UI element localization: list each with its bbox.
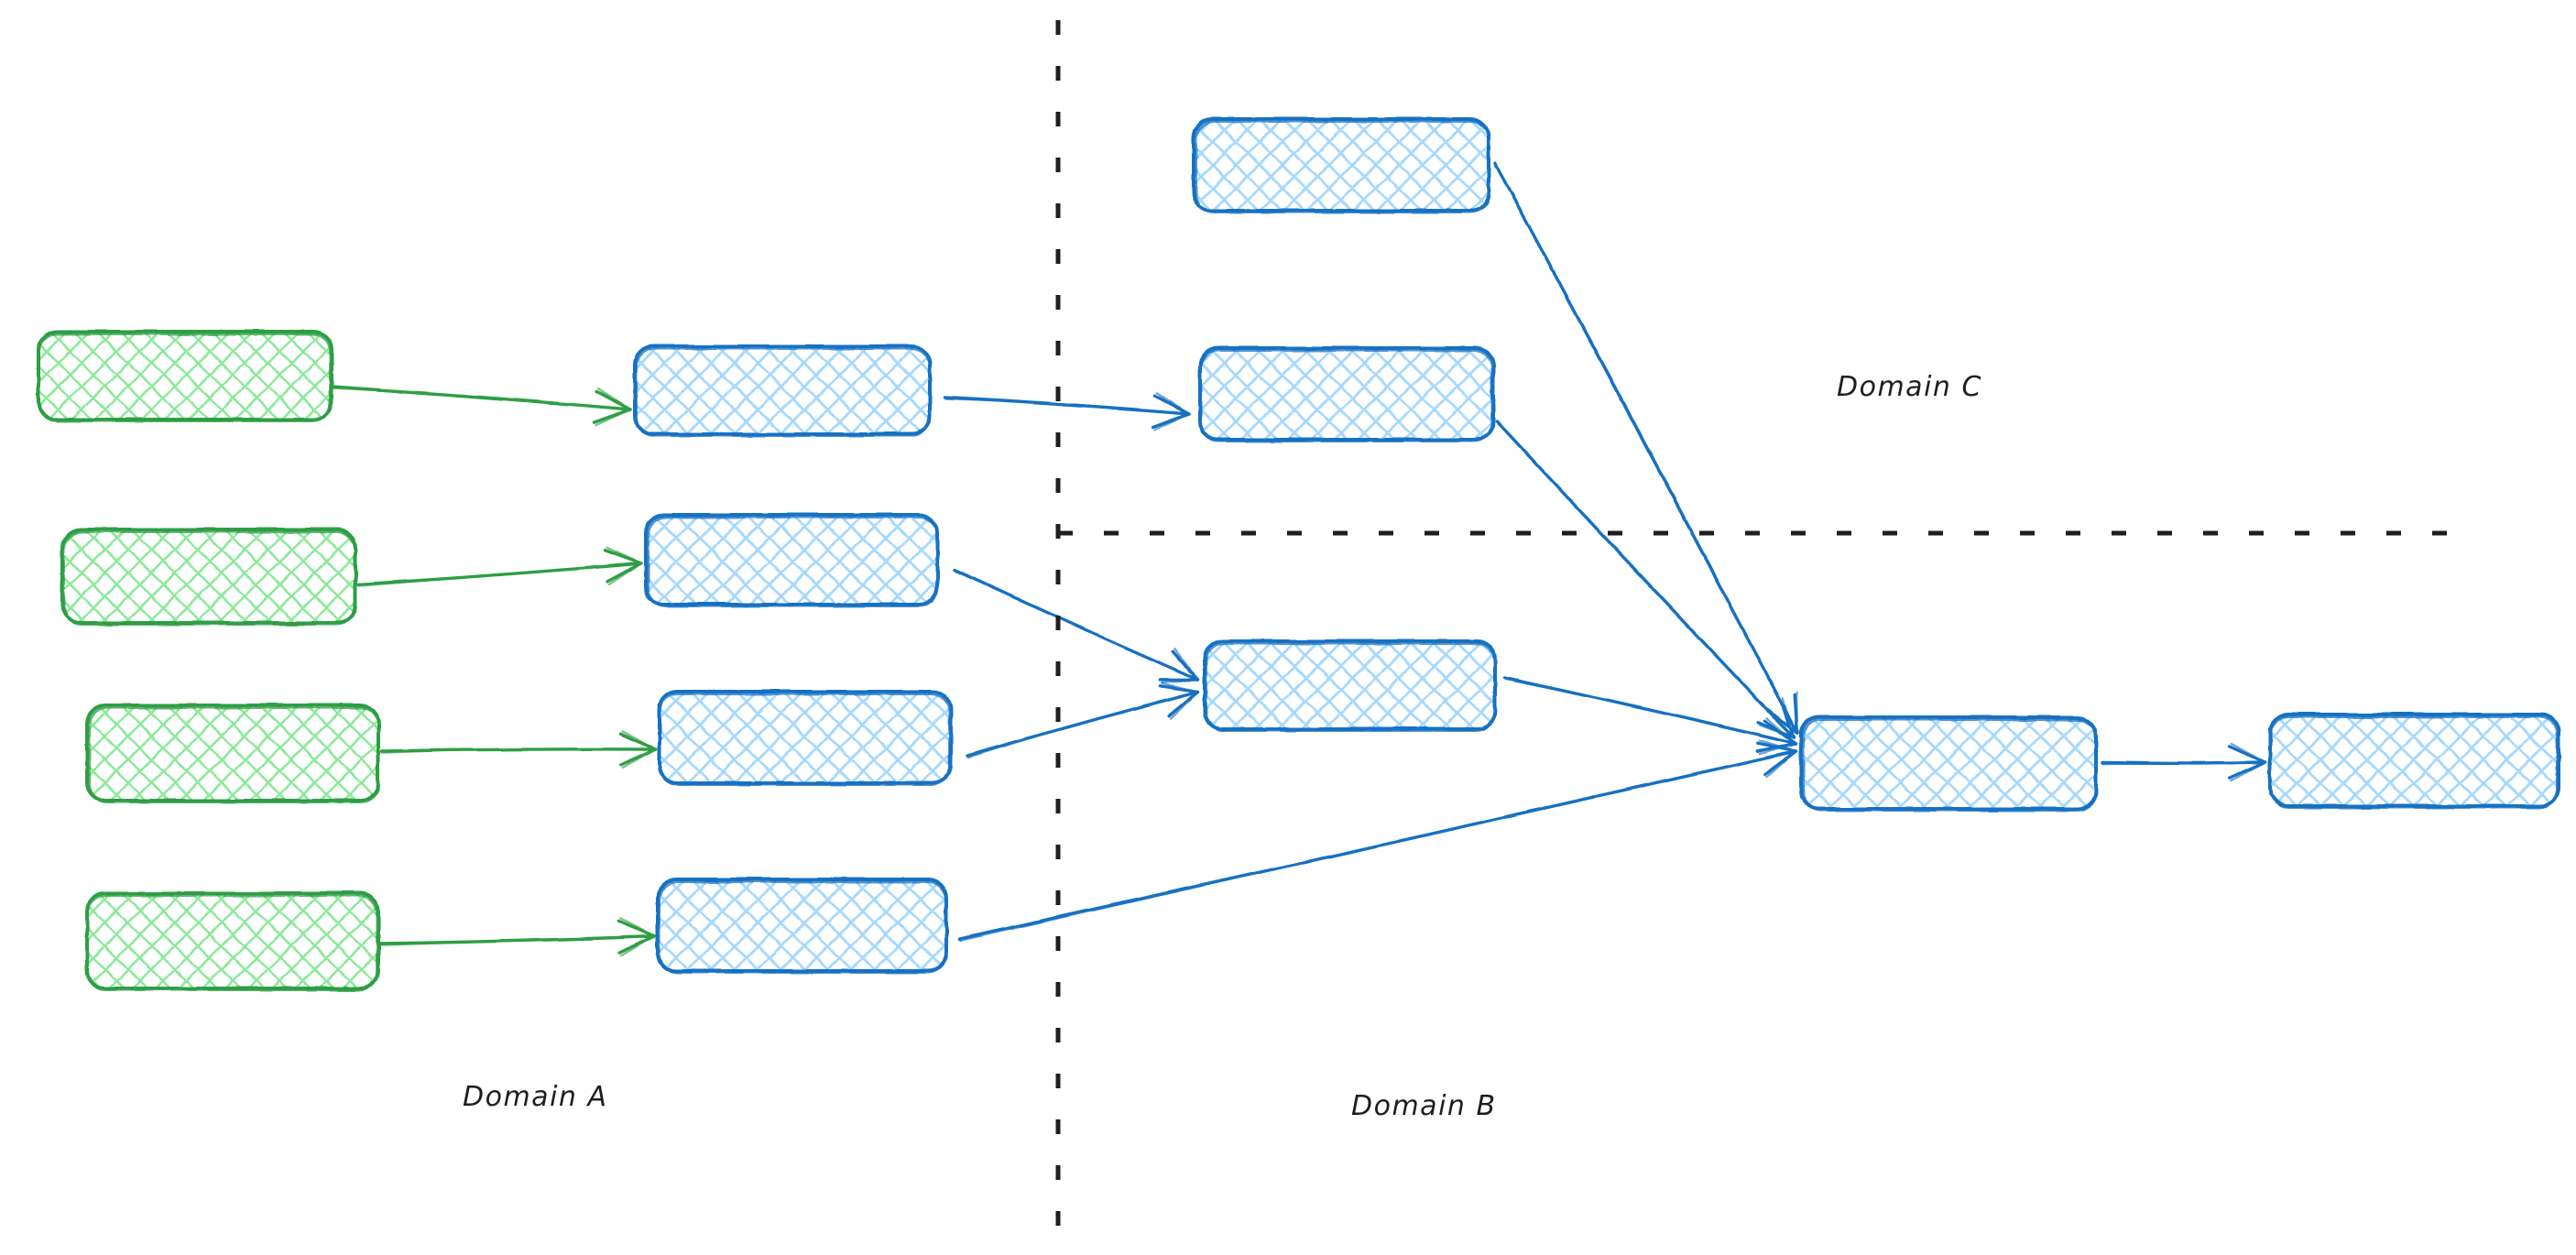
node-hit-c3[interactable] xyxy=(1205,641,1495,729)
dividers-layer xyxy=(1055,20,2448,1239)
node-b3[interactable] xyxy=(658,690,953,786)
node-hit-a2[interactable] xyxy=(62,529,355,623)
node-hit-b1[interactable] xyxy=(635,346,930,434)
label-domain-b: Domain B xyxy=(1351,1090,1497,1122)
edge-e-b1-c2 xyxy=(944,392,1191,431)
node-hit-b3[interactable] xyxy=(660,692,951,783)
node-hit-b4[interactable] xyxy=(658,879,946,971)
node-hit-a1[interactable] xyxy=(38,332,332,420)
node-d1[interactable] xyxy=(1799,715,2098,812)
node-c2[interactable] xyxy=(1198,346,1495,442)
nodes-layer xyxy=(37,117,2560,991)
edge-e-c1-d1 xyxy=(1493,161,1799,735)
label-domain-a: Domain A xyxy=(463,1081,608,1113)
node-a3[interactable] xyxy=(85,704,380,803)
node-b4[interactable] xyxy=(656,878,948,974)
node-hit-a3[interactable] xyxy=(87,705,378,801)
edge-e-a4-b4 xyxy=(379,917,656,957)
node-hit-c2[interactable] xyxy=(1200,348,1493,440)
edge-e-b3-c3 xyxy=(966,682,1200,758)
node-c3[interactable] xyxy=(1203,639,1497,732)
edge-e-a2-b2 xyxy=(355,546,643,587)
edge-e-b2-c3 xyxy=(953,568,1200,683)
edges-layer xyxy=(330,161,2266,957)
node-hit-c1[interactable] xyxy=(1194,119,1489,211)
node-b1[interactable] xyxy=(633,344,932,437)
edge-e-a3-b3 xyxy=(379,730,658,769)
node-d2[interactable] xyxy=(2268,713,2560,809)
node-hit-b2[interactable] xyxy=(646,515,937,605)
node-hit-d1[interactable] xyxy=(1801,717,2096,809)
edge-e-c3-d1 xyxy=(1502,676,1797,756)
edge-e-c2-d1 xyxy=(1495,420,1796,739)
node-hit-d2[interactable] xyxy=(2270,715,2559,806)
label-domain-c: Domain C xyxy=(1837,371,1982,403)
edge-e-b4-d1 xyxy=(958,739,1797,942)
node-hit-a4[interactable] xyxy=(87,893,378,988)
edge-e-a1-b1 xyxy=(330,385,632,427)
node-a4[interactable] xyxy=(85,891,380,991)
edge-e-d1-d2 xyxy=(2101,742,2266,782)
node-c1[interactable] xyxy=(1192,117,1490,213)
node-b2[interactable] xyxy=(644,513,939,607)
node-a2[interactable] xyxy=(60,528,357,626)
node-a1[interactable] xyxy=(37,330,333,422)
